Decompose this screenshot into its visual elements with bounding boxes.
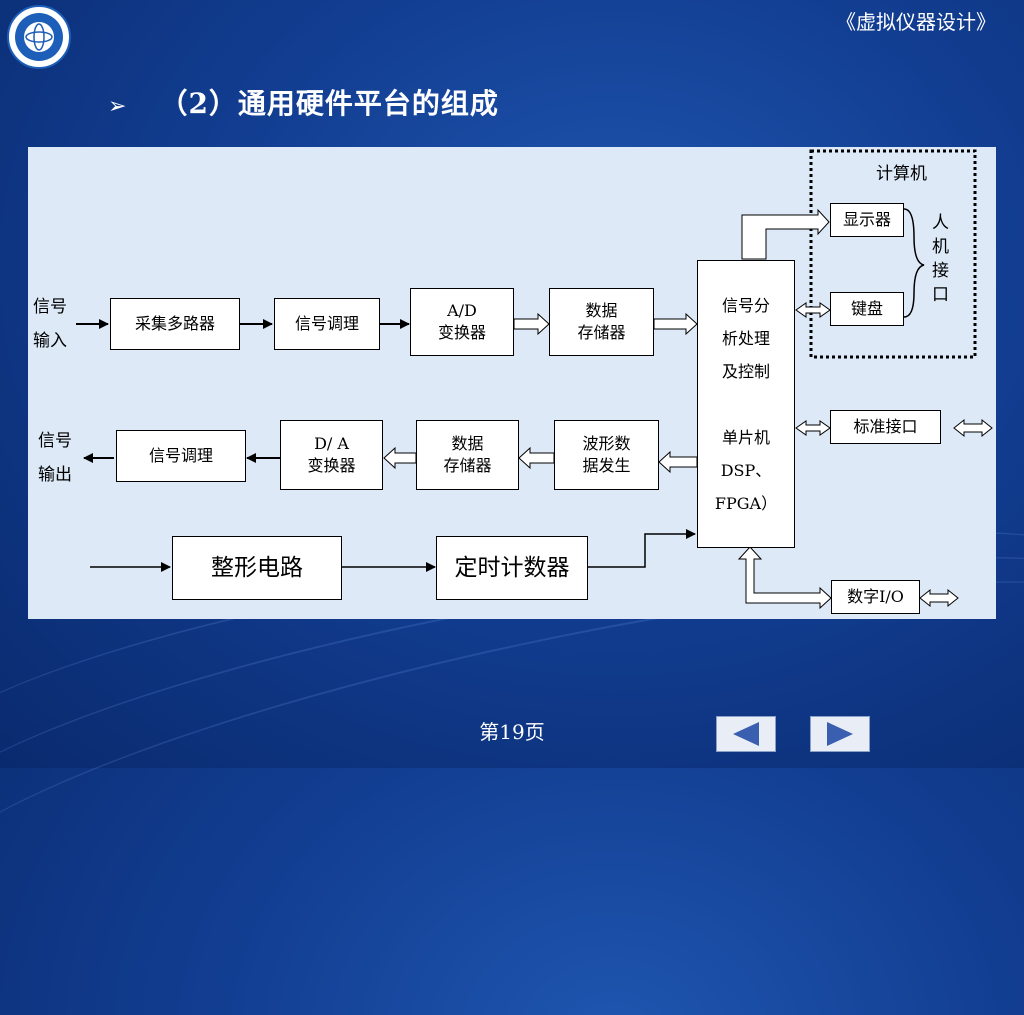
arrow-processor-keyboard (795, 302, 831, 318)
computer-boundary (809, 149, 977, 359)
diagram-connectors (76, 149, 993, 610)
mux-box: 采集多路器 (110, 298, 240, 350)
university-logo (7, 5, 71, 69)
timer-counter-box: 定时计数器 (436, 536, 588, 600)
arrow-counter-processor (588, 529, 696, 568)
arrow-interface-external (953, 418, 993, 438)
arrow-digital-io-external (919, 588, 959, 608)
keyboard-box: 键盘 (830, 292, 904, 326)
signal-conditioning-in-box: 信号调理 (274, 298, 380, 350)
adc-box: A/D 变换器 (410, 288, 514, 356)
display-box: 显示器 (830, 203, 904, 237)
triangle-right-icon (827, 722, 853, 746)
arrow-mem-processor (653, 312, 698, 336)
arrow-wave-mem (518, 446, 555, 470)
arrow-processor-digital-io (737, 546, 832, 610)
diagram-panel: 计算机 显示器 键盘 人 机 接 口 信号 输入 采集多路器 信号调理 A/D … (28, 147, 996, 619)
arrow-adc-mem (513, 312, 550, 336)
data-memory-in-box: 数据 存储器 (549, 288, 654, 356)
standard-interface-box: 标准接口 (830, 410, 941, 444)
digital-io-box: 数字I/O (831, 580, 920, 614)
arrow-processor-interface (795, 420, 831, 436)
hmi-brace (903, 208, 925, 318)
signal-conditioning-out-box: 信号调理 (116, 430, 246, 482)
processor-box: 信号分 析处理 及控制 单片机 DSP、 FPGA） (697, 260, 795, 548)
signal-output-label: 信号 输出 (38, 431, 72, 485)
shaping-circuit-box: 整形电路 (172, 536, 342, 600)
bullet-arrow-icon: ➢ (108, 94, 128, 119)
course-title: 《虚拟仪器设计》 (836, 10, 996, 34)
triangle-left-icon (733, 722, 759, 746)
waveform-generator-box: 波形数 据发生 (554, 420, 659, 490)
page-number: 第19页 (479, 720, 545, 744)
previous-slide-button[interactable] (716, 716, 776, 752)
signal-input-label: 信号 输入 (33, 297, 67, 351)
arrow-processor-wave (658, 450, 698, 474)
hmi-label: 人 机 接 口 (932, 213, 949, 305)
arrow-processor-display (741, 208, 830, 260)
data-memory-out-box: 数据 存储器 (416, 420, 519, 490)
slide-heading: ➢ （2）通用硬件平台的组成 (108, 82, 499, 122)
arrow-mem-dac (383, 446, 417, 470)
computer-label: 计算机 (876, 164, 927, 184)
dac-box: D/ A 变换器 (280, 420, 383, 490)
next-slide-button[interactable] (810, 716, 870, 752)
slide-heading-text: （2）通用硬件平台的组成 (159, 87, 499, 120)
